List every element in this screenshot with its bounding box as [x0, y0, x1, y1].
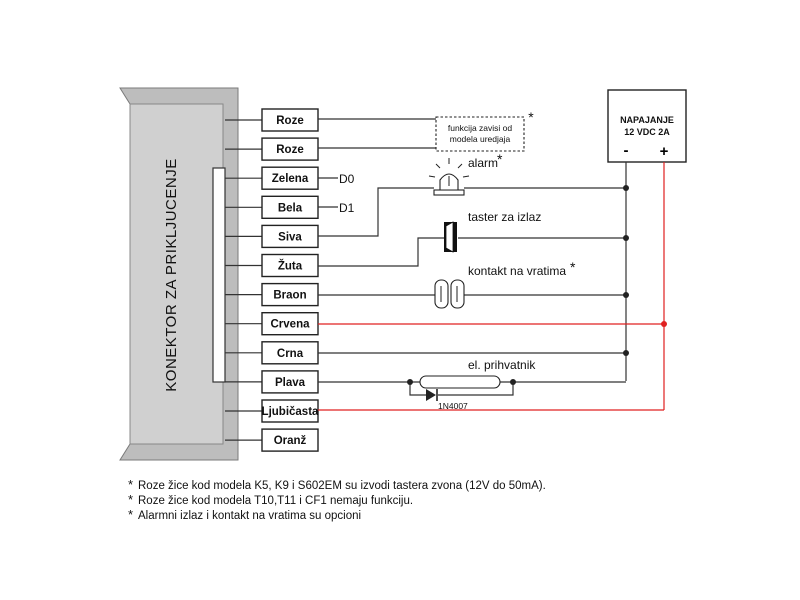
- footnote-text-1: Roze žice kod modela K5, K9 i S602EM su …: [138, 480, 546, 492]
- pin-label: Plava: [275, 377, 306, 389]
- pin-label: Crna: [277, 348, 304, 360]
- connector-pin: Oranž: [261, 428, 319, 452]
- pin-label: Žuta: [278, 260, 303, 273]
- connector-front-panel: [129, 103, 224, 445]
- lock-label: el. prihvatnik: [468, 358, 536, 372]
- junction-dots: [407, 185, 667, 385]
- alarm-circuit: alarm *: [318, 151, 626, 237]
- exit-button-circuit: taster za izlaz: [318, 210, 626, 267]
- pin-box: [261, 108, 319, 132]
- function-note-line1: funkcija zavisi od: [448, 123, 513, 133]
- power-plus-label: +: [660, 143, 669, 160]
- pin-label: Roze: [276, 144, 303, 156]
- power-supply-box: [607, 89, 687, 163]
- alarm-label: alarm: [468, 156, 498, 170]
- pin-label: Siva: [278, 231, 302, 243]
- connector-pin: Žuta: [261, 253, 319, 278]
- electric-strike-icon: [419, 375, 501, 389]
- pin-list: RozeRozeZelenaBelaSivaŽutaBraonCrvenaCrn…: [261, 108, 319, 452]
- diode-label: 1N4007: [438, 401, 468, 411]
- connector-pin: Plava: [261, 370, 319, 394]
- alarm-beacon-icon: [428, 158, 470, 196]
- exit-button-label: taster za izlaz: [468, 210, 541, 224]
- pin-label: Bela: [278, 202, 303, 214]
- d0-label: D0: [339, 172, 355, 186]
- door-contact-mark: *: [570, 259, 576, 275]
- power-supply-label: NAPAJANJE: [620, 115, 674, 125]
- d1-label: D1: [339, 201, 355, 215]
- power-minus-label: -: [624, 142, 629, 159]
- exit-button-icon: [444, 221, 457, 253]
- pin-stubs: [225, 119, 262, 441]
- footnotes: * Roze žice kod modela K5, K9 i S602EM s…: [128, 477, 546, 522]
- function-note-mark: *: [528, 109, 534, 125]
- alarm-mark: *: [497, 151, 503, 167]
- connector-block: KONEKTOR ZA PRIKLJUCENJE: [119, 87, 239, 461]
- power-supply-rating: 12 VDC 2A: [624, 127, 670, 137]
- connector-slot: [212, 167, 226, 383]
- footnote-mark-3: *: [128, 507, 133, 522]
- connector-pin: Roze: [261, 108, 319, 132]
- power-supply: NAPAJANJE 12 VDC 2A - +: [607, 89, 687, 163]
- connector-pin: Crna: [261, 341, 319, 365]
- footnote-text-3: Alarmni izlaz i kontakt na vratima su op…: [138, 510, 361, 522]
- diode-icon: [426, 389, 438, 401]
- pin-label: Braon: [273, 290, 306, 302]
- footnote-text-2: Roze žice kod modela T10,T11 i CF1 nemaj…: [138, 495, 413, 507]
- footnote-mark-1: *: [128, 477, 133, 492]
- roze-wires: [318, 118, 436, 149]
- door-contact-circuit: kontakt na vratima *: [318, 259, 626, 309]
- connector-pin: Bela: [261, 195, 319, 220]
- door-contact-icon: [434, 279, 465, 309]
- connector-pin: Ljubičasta: [261, 399, 319, 423]
- pin-label: Roze: [276, 115, 303, 127]
- door-contact-label: kontakt na vratima: [468, 264, 566, 278]
- function-note-box: funkcija zavisi od modela uredjaja *: [435, 109, 534, 152]
- pin-label: Zelena: [272, 173, 309, 185]
- pin-label: Oranž: [274, 435, 307, 447]
- data-lines: D0 D1: [318, 172, 355, 215]
- pin-label: Crvena: [271, 319, 311, 331]
- connector-title: KONEKTOR ZA PRIKLJUCENJE: [163, 158, 180, 391]
- footnote-mark-2: *: [128, 492, 133, 507]
- pin-label: Ljubičasta: [262, 406, 319, 418]
- pin-box: [261, 399, 319, 423]
- connector-pin: Zelena: [261, 166, 319, 190]
- connector-pin: Siva: [261, 224, 319, 249]
- connector-pin: Roze: [261, 137, 319, 161]
- function-note-line2: modela uredjaja: [450, 134, 511, 144]
- lock-circuit: el. prihvatnik 1N4007: [318, 358, 664, 411]
- connector-pin: Braon: [261, 282, 319, 307]
- connector-pin: Crvena: [261, 312, 319, 336]
- pin-box: [261, 137, 319, 161]
- pin-box: [261, 428, 319, 452]
